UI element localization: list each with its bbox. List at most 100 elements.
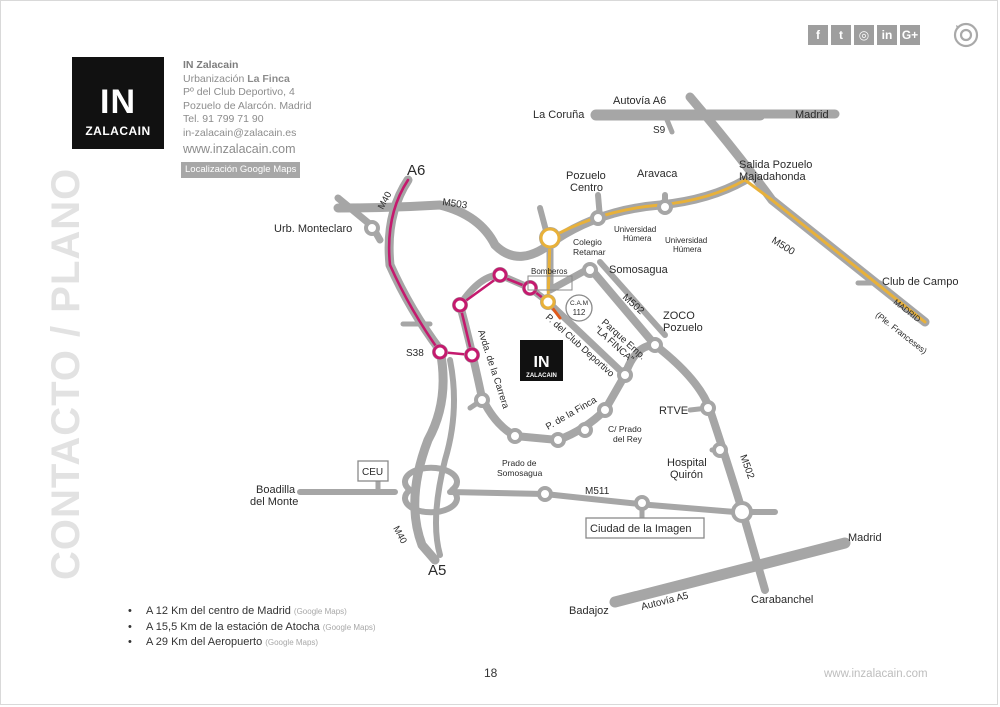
roundabout bbox=[577, 422, 593, 438]
instagram-icon[interactable]: ◎ bbox=[854, 25, 874, 45]
facebook-icon[interactable]: f bbox=[808, 25, 828, 45]
roundabout bbox=[712, 442, 728, 458]
roundabout bbox=[507, 428, 523, 444]
cam-label: C.A.M bbox=[570, 300, 588, 307]
label-colegio-2: Retamar bbox=[573, 247, 606, 257]
label-salida-1: Salida Pozuelo bbox=[739, 159, 812, 171]
m502-road-b bbox=[597, 259, 668, 338]
ciudad-imagen-box bbox=[585, 517, 705, 539]
label-somosagua: Somosagua bbox=[609, 264, 669, 276]
twitter-icon[interactable]: t bbox=[831, 25, 851, 45]
google-maps-link[interactable]: (Google Maps) bbox=[293, 607, 347, 616]
roundabout bbox=[582, 262, 598, 278]
roundabout bbox=[634, 495, 650, 511]
footer-website[interactable]: www.inzalacain.com bbox=[824, 668, 928, 680]
label-salida-2: Majadahonda bbox=[739, 171, 807, 183]
company-logo: IN ZALACAIN bbox=[72, 57, 164, 149]
marker-in: IN bbox=[534, 354, 550, 371]
urbanization-prefix: Urbanización bbox=[183, 72, 248, 85]
cam-112-marker: C.A.M 112 bbox=[565, 294, 593, 322]
page-number: 18 bbox=[484, 666, 498, 680]
a5-road bbox=[609, 537, 851, 608]
website-link[interactable]: www.inzalacain.com bbox=[183, 141, 296, 156]
roundabout-magenta bbox=[492, 267, 508, 283]
phone[interactable]: Tel. 91 799 71 90 bbox=[183, 113, 264, 126]
roundabout bbox=[597, 402, 613, 418]
label-badajoz: Badajoz bbox=[569, 605, 609, 617]
roundabout-yellow bbox=[540, 294, 556, 310]
roundabout-yellow bbox=[539, 227, 561, 249]
list-item: A 29 Km del Aeropuerto(Google Maps) bbox=[128, 635, 376, 651]
roundabout bbox=[590, 210, 606, 226]
label-m40-bottom: M40 bbox=[390, 524, 408, 545]
label-carabanchel: Carabanchel bbox=[751, 594, 813, 606]
distance-text: A 29 Km del Aeropuerto bbox=[146, 636, 263, 648]
roundabout bbox=[731, 501, 753, 523]
urbanization-name: La Finca bbox=[247, 72, 290, 85]
label-prado-somo-1: Prado de bbox=[502, 458, 537, 468]
place-labels: La Coruña Madrid Pozuelo Centro Aravaca … bbox=[250, 109, 958, 617]
city: Pozuelo de Alarcón. Madrid bbox=[183, 99, 312, 112]
label-hospital-2: Quirón bbox=[670, 469, 703, 481]
google-plus-icon[interactable]: G+ bbox=[900, 25, 920, 45]
label-a6: A6 bbox=[407, 162, 425, 179]
roundabout bbox=[617, 367, 633, 383]
label-madrid-top: Madrid bbox=[795, 109, 829, 121]
m40-road-b bbox=[433, 357, 457, 558]
urbanization: Urbanización La Finca bbox=[183, 73, 311, 87]
back-icon[interactable] bbox=[953, 22, 979, 48]
roundabout-magenta bbox=[452, 297, 468, 313]
label-ceu: CEU bbox=[362, 467, 383, 478]
label-m500: M500 bbox=[769, 235, 796, 258]
contact-block: IN Zalacain Urbanización La Finca Pº del… bbox=[183, 59, 311, 158]
label-s9: S9 bbox=[653, 125, 666, 136]
google-maps-link[interactable]: (Google Maps) bbox=[265, 638, 319, 647]
label-m511: M511 bbox=[585, 486, 610, 497]
label-univ-humera-2a: Universidad bbox=[665, 236, 707, 245]
roundabout bbox=[647, 337, 663, 353]
roundabout bbox=[537, 486, 553, 502]
company-name: IN Zalacain bbox=[183, 59, 239, 71]
linkedin-icon[interactable]: in bbox=[877, 25, 897, 45]
label-univ-humera-2b: Húmera bbox=[673, 245, 702, 254]
label-m503: M503 bbox=[442, 197, 469, 211]
label-colegio-1: Colegio bbox=[573, 237, 602, 247]
google-maps-button[interactable]: Localización Google Maps bbox=[181, 162, 301, 178]
email-link[interactable]: in-zalacain@zalacain.es bbox=[183, 126, 297, 139]
ceu-box bbox=[357, 460, 389, 482]
roundabout bbox=[474, 392, 490, 408]
logo-name: ZALACAIN bbox=[85, 124, 151, 138]
label-rtve: RTVE bbox=[659, 405, 688, 417]
address: Pº del Club Deportivo, 4 bbox=[183, 86, 295, 99]
label-boadilla-2: del Monte bbox=[250, 496, 298, 508]
zalacain-marker: IN ZALACAIN bbox=[520, 340, 563, 381]
label-ciudad-imagen: Ciudad de la Imagen bbox=[590, 523, 692, 535]
social-bar: f t ◎ in G+ bbox=[808, 25, 920, 45]
bomberos-box bbox=[527, 275, 573, 291]
roundabout bbox=[657, 199, 673, 215]
marker-name: ZALACAIN bbox=[526, 373, 557, 379]
roundabout bbox=[700, 400, 716, 416]
label-la-coruna: La Coruña bbox=[533, 109, 585, 121]
label-monteclaro: Urb. Monteclaro bbox=[274, 223, 352, 235]
label-pozuelo-centro-1: Pozuelo bbox=[566, 170, 606, 182]
roundabout bbox=[550, 432, 566, 448]
list-item: A 15,5 Km de la estación de Atocha(Googl… bbox=[128, 620, 376, 636]
label-a5: A5 bbox=[428, 562, 446, 579]
label-club-campo: Club de Campo bbox=[882, 276, 958, 288]
label-univ-humera-1b: Húmera bbox=[623, 234, 652, 243]
label-s38: S38 bbox=[406, 348, 424, 359]
label-prado-rey-2: del Rey bbox=[613, 434, 643, 444]
m511-loop bbox=[402, 464, 460, 516]
google-maps-link[interactable]: (Google Maps) bbox=[322, 622, 376, 632]
m500-road bbox=[685, 92, 930, 327]
label-aravaca: Aravaca bbox=[637, 168, 678, 180]
label-bomberos: Bomberos bbox=[531, 267, 567, 276]
label-m502-right: M502 bbox=[737, 453, 756, 481]
label-zoco-1: ZOCO bbox=[663, 310, 695, 322]
label-univ-humera-1a: Universidad bbox=[614, 225, 656, 234]
roundabout-magenta bbox=[522, 280, 538, 296]
s9-road bbox=[662, 112, 675, 135]
